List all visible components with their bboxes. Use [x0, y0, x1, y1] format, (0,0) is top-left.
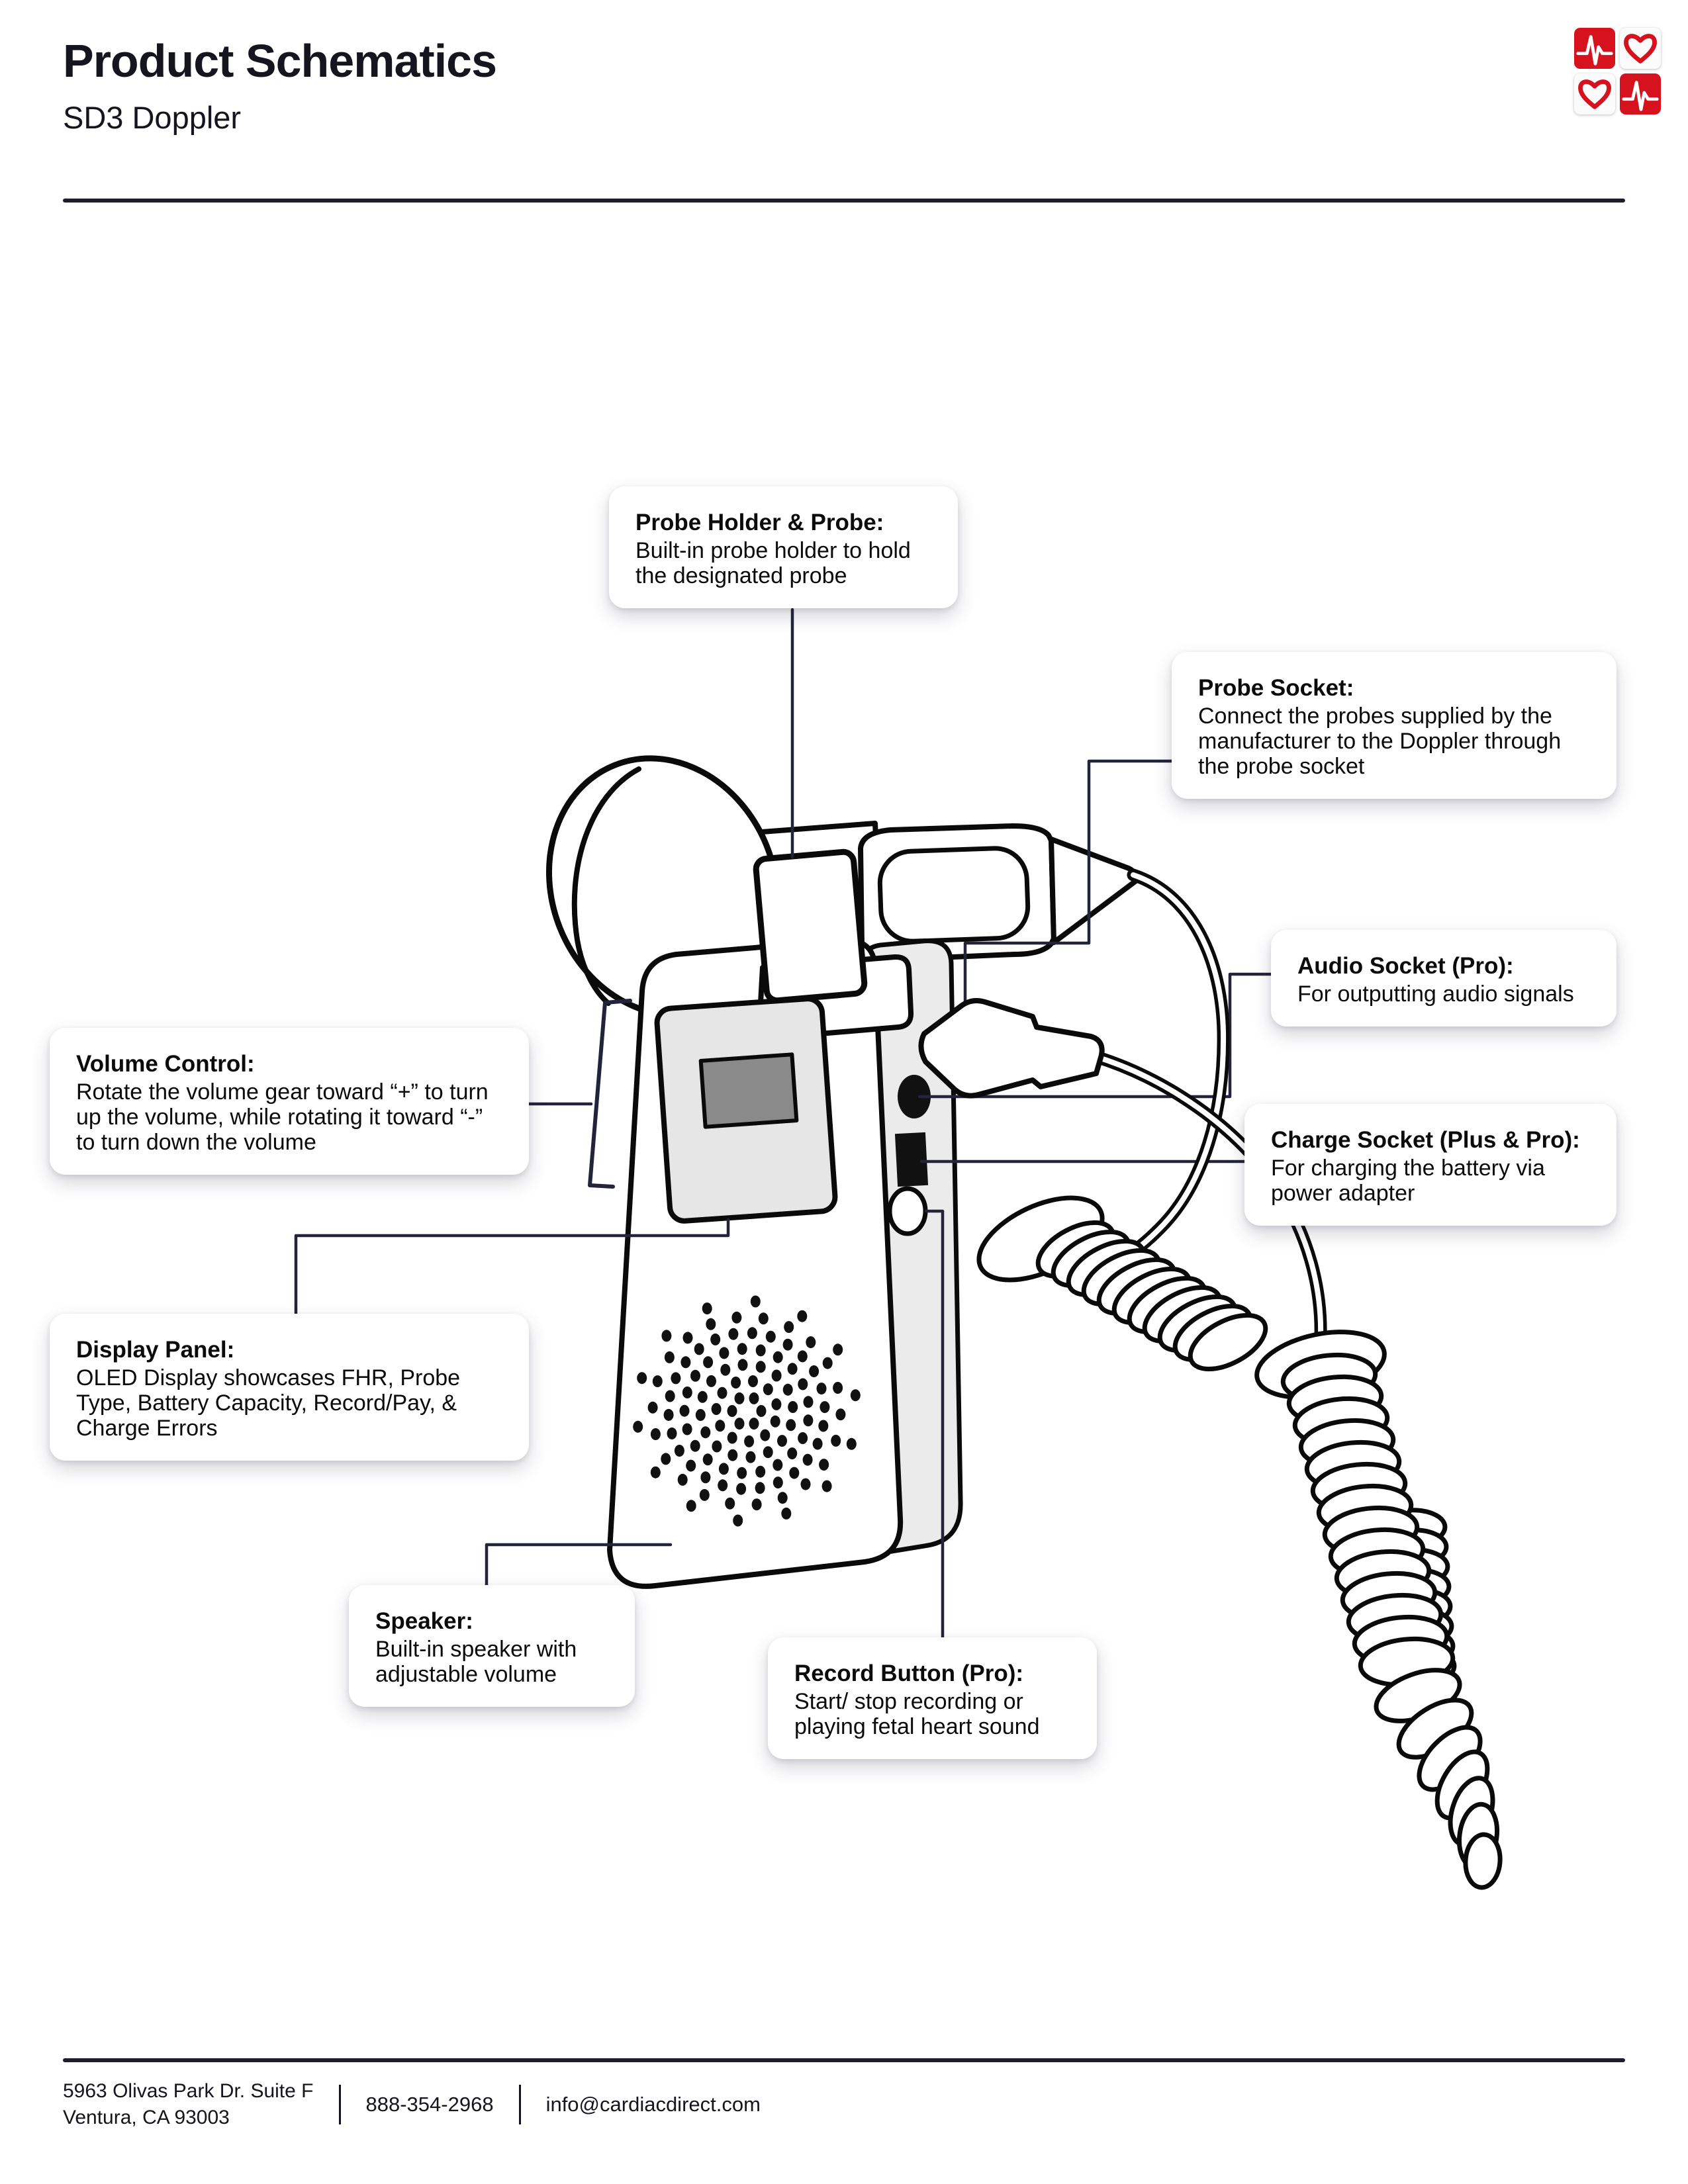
callout-speaker: Speaker: Built-in speaker with adjustabl…: [349, 1585, 635, 1707]
callout-record-button: Record Button (Pro): Start/ stop recordi…: [768, 1637, 1097, 1759]
record-button-port: [887, 1186, 928, 1236]
audio-socket-port: [898, 1075, 931, 1118]
callout-title: Probe Holder & Probe:: [635, 510, 884, 535]
callout-body: Start/ stop recording or playing fetal h…: [794, 1689, 1040, 1739]
callout-audio-socket: Audio Socket (Pro): For outputting audio…: [1271, 930, 1617, 1026]
callout-body: Built-in probe holder to hold the design…: [635, 538, 911, 588]
callout-body: For outputting audio signals: [1297, 981, 1574, 1007]
doppler-device: [545, 755, 1139, 1589]
footer: 5963 Olivas Park Dr. Suite F Ventura, CA…: [63, 2078, 761, 2131]
callout-body: OLED Display showcases FHR, Probe Type, …: [76, 1365, 461, 1441]
footer-separator: [518, 2085, 521, 2124]
footer-divider: [63, 2058, 1625, 2062]
ekg-icon: [1574, 28, 1615, 69]
footer-phone: 888-354-2968: [365, 2093, 494, 2116]
callout-display-panel: Display Panel: OLED Display showcases FH…: [50, 1314, 529, 1461]
callout-charge-socket: Charge Socket (Plus & Pro): For charging…: [1244, 1104, 1617, 1226]
ekg-icon: [1620, 73, 1661, 114]
callout-probe-holder: Probe Holder & Probe: Built-in probe hol…: [609, 486, 958, 608]
callout-body: Built-in speaker with adjustable volume: [375, 1637, 577, 1687]
callout-title: Display Panel:: [76, 1337, 235, 1363]
callout-body: Rotate the volume gear toward “+” to tur…: [76, 1079, 489, 1155]
leader-display-panel: [294, 1218, 730, 1317]
callout-title: Charge Socket (Plus & Pro):: [1271, 1127, 1580, 1153]
page-title: Product Schematics: [63, 35, 497, 87]
heart-icon: [1620, 28, 1661, 69]
probe-handle-detail: [877, 846, 1031, 944]
leader-record-button: [924, 1209, 945, 1639]
footer-address: 5963 Olivas Park Dr. Suite F Ventura, CA…: [63, 2078, 314, 2131]
callout-volume-control: Volume Control: Rotate the volume gear t…: [50, 1028, 529, 1175]
footer-email: info@cardiacdirect.com: [545, 2093, 761, 2116]
footer-separator: [338, 2085, 341, 2124]
callout-title: Volume Control:: [76, 1051, 255, 1077]
callout-body: Connect the probes supplied by the manuf…: [1198, 704, 1562, 779]
probe-socket-plug: [918, 998, 1105, 1099]
callout-title: Audio Socket (Pro):: [1297, 953, 1514, 979]
leader-speaker: [485, 1543, 673, 1588]
speaker-dots: [633, 1295, 861, 1527]
probe-bulb-detail: [571, 766, 641, 1006]
callout-title: Record Button (Pro):: [794, 1661, 1024, 1686]
cardiacdirect-logo: [1574, 28, 1661, 114]
display-screen: [698, 1052, 799, 1129]
callout-title: Speaker:: [375, 1608, 473, 1634]
probe-holder-clip: [753, 848, 868, 1004]
volume-gear-bracket: [588, 999, 632, 1189]
footer-address-line2: Ventura, CA 93003: [63, 2107, 230, 2128]
leader-lines: [294, 608, 1274, 1639]
probe-handle-cone: [1049, 837, 1139, 945]
charge-socket-port: [894, 1132, 929, 1187]
leader-probe-socket: [963, 759, 1175, 1005]
page-subtitle: SD3 Doppler: [63, 100, 242, 135]
heart-icon: [1574, 73, 1615, 114]
footer-address-line1: 5963 Olivas Park Dr. Suite F: [63, 2080, 314, 2102]
leader-audio-socket: [917, 972, 1274, 1099]
callout-body: For charging the battery via power adapt…: [1271, 1156, 1545, 1206]
coiled-cable: [976, 1195, 1503, 1890]
header-divider: [63, 199, 1625, 203]
callout-title: Probe Socket:: [1198, 675, 1354, 701]
callout-probe-socket: Probe Socket: Connect the probes supplie…: [1172, 652, 1617, 799]
